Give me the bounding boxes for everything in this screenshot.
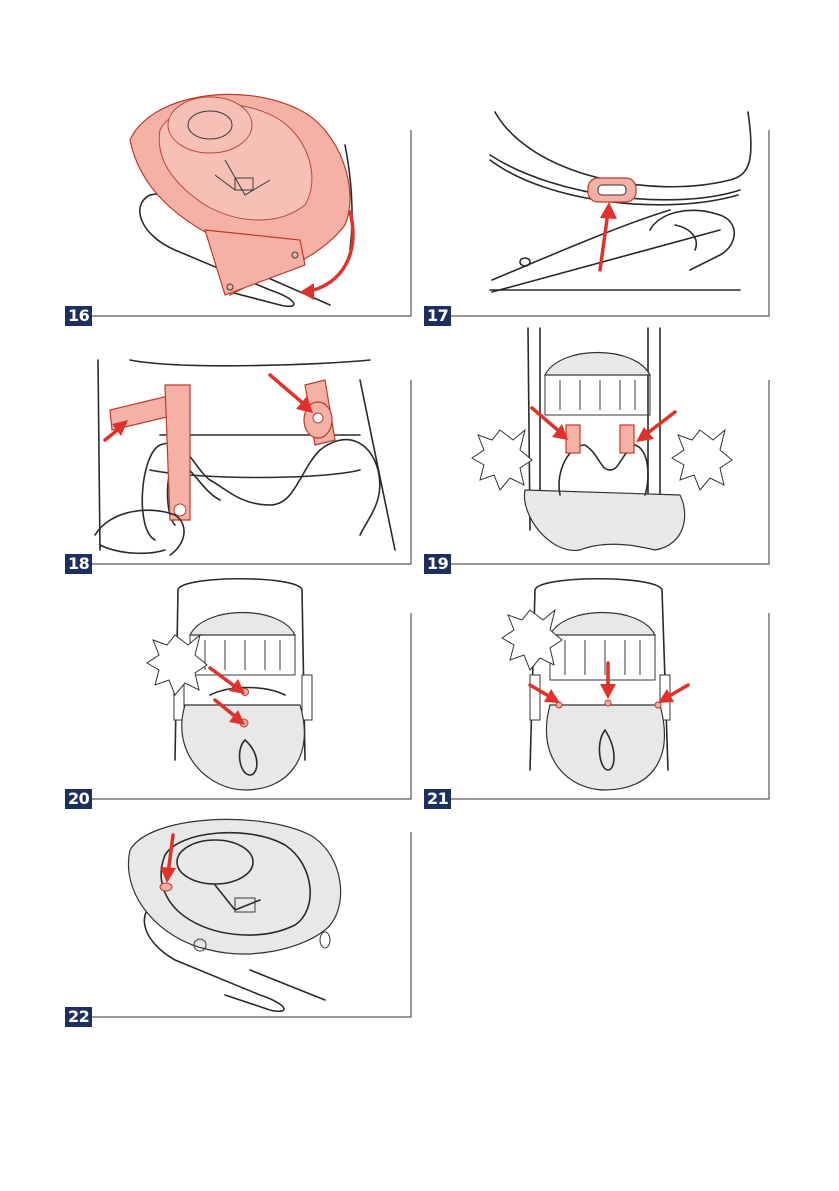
figure-label: 16 [65, 306, 92, 326]
figure-21: 21 [420, 565, 839, 815]
figure-21-illustration [420, 565, 839, 815]
figure-18-illustration [0, 340, 420, 580]
figure-16-illustration [0, 0, 420, 330]
figure-20-illustration [0, 565, 420, 815]
figure-19-illustration [420, 320, 839, 580]
figure-20: 20 [0, 565, 420, 815]
figure-17-illustration [420, 0, 839, 330]
figure-22-illustration [0, 800, 420, 1040]
figure-label: 21 [424, 789, 451, 809]
figure-18: 18 [0, 340, 420, 580]
figure-22: 22 [0, 800, 420, 1040]
figure-16: 16 [0, 0, 420, 330]
figure-19: 19 [420, 320, 839, 580]
figure-label: 22 [65, 1007, 92, 1027]
figure-17: 17 [420, 0, 839, 330]
